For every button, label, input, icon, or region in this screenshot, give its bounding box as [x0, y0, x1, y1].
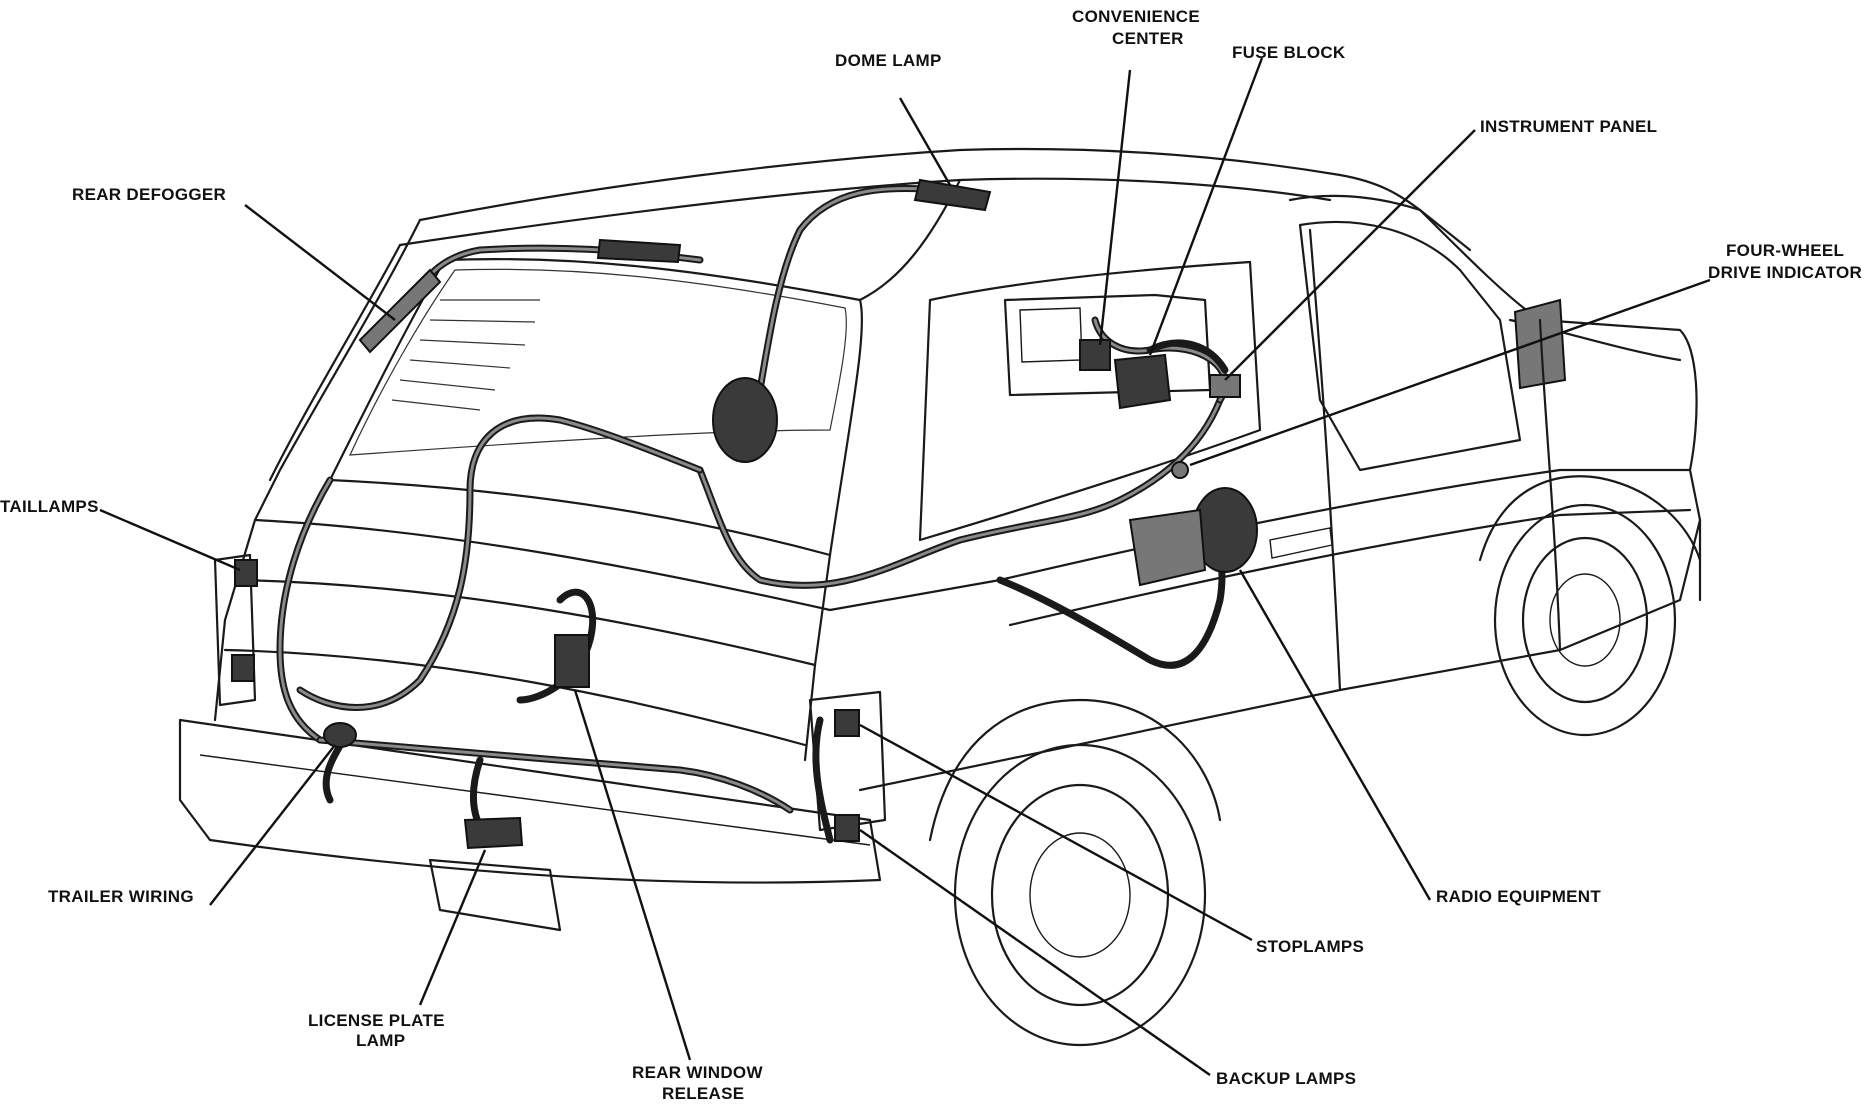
defogger-bar: [358, 268, 442, 354]
label-taillamps: TAILLAMPS: [0, 497, 99, 516]
round-module: [712, 377, 778, 463]
label-license-plate-line1: LICENSE PLATE: [308, 1011, 445, 1030]
label-rear-window-line2: RELEASE: [662, 1084, 744, 1103]
instrument-panel-connector: [1209, 374, 1241, 398]
label-radio-equipment: RADIO EQUIPMENT: [1436, 887, 1601, 906]
convenience-center-block: [1079, 339, 1111, 371]
label-convenience-center-line2: CENTER: [1112, 29, 1184, 48]
taillamp-socket-lower: [231, 654, 255, 682]
label-trailer-wiring: TRAILER WIRING: [48, 887, 194, 906]
fuse-block-body: [1113, 353, 1172, 410]
label-four-wheel-line2: DRIVE INDICATOR: [1708, 263, 1862, 282]
label-rear-defogger: REAR DEFOGGER: [72, 185, 226, 204]
rear-window-release-unit: [554, 634, 590, 688]
label-fuse-block: FUSE BLOCK: [1232, 43, 1346, 62]
label-rear-window-line1: REAR WINDOW: [632, 1063, 763, 1082]
trailer-connector: [323, 722, 357, 748]
label-backup-lamps: BACKUP LAMPS: [1216, 1069, 1356, 1088]
dome-lamp-connector: [913, 178, 992, 212]
label-dome-lamp: DOME LAMP: [835, 51, 942, 70]
label-stoplamps: STOPLAMPS: [1256, 937, 1364, 956]
label-convenience-center-line1: CONVENIENCE: [1072, 7, 1200, 26]
license-plate-lamp-unit: [463, 816, 524, 850]
labels: DOME LAMP CONVENIENCE CENTER FUSE BLOCK …: [0, 7, 1862, 1103]
rear-defogger-connector: [596, 238, 682, 264]
defogger-grid: [391, 299, 540, 411]
label-instrument-panel: INSTRUMENT PANEL: [1480, 117, 1657, 136]
components: [231, 178, 1258, 850]
label-license-plate-line2: LAMP: [356, 1031, 405, 1050]
leader-lines: [99, 57, 1711, 1076]
radio-unit: [1128, 508, 1207, 587]
vehicle-body: [178, 147, 1702, 1047]
label-four-wheel-line1: FOUR-WHEEL: [1726, 241, 1844, 260]
stoplamp-socket: [834, 709, 860, 737]
taillamp-socket-upper: [234, 559, 258, 587]
four-wheel-indicator-bulb: [1171, 461, 1189, 479]
backup-lamp-socket: [834, 814, 860, 842]
